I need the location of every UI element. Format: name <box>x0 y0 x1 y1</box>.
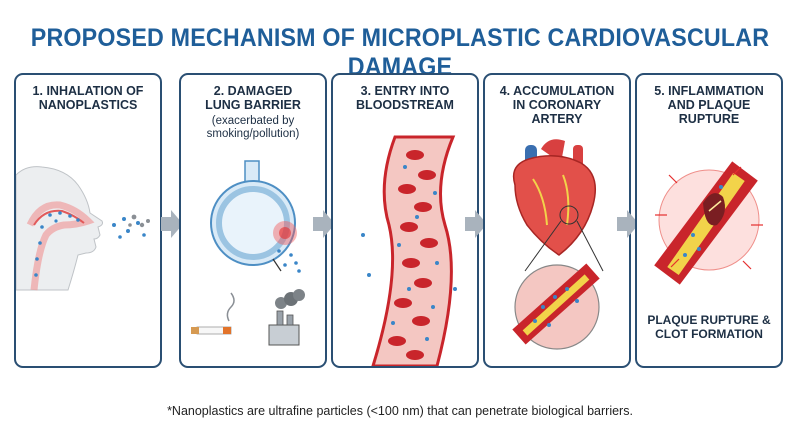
step-panel-plaque-rupture: 5. INFLAMMATION AND PLAQUE RUPTURE PLAQU… <box>635 73 783 368</box>
step-title: 3. ENTRY INTO BLOODSTREAM <box>356 84 454 112</box>
flow-arrow-icon <box>617 210 639 238</box>
step-panel-bloodstream: 3. ENTRY INTO BLOODSTREAM <box>331 73 479 368</box>
flow-arrow-icon <box>465 210 487 238</box>
flow-arrow-icon <box>313 210 335 238</box>
footnote: *Nanoplastics are ultrafine particles (<… <box>167 404 633 418</box>
step-panel-lung-barrier: 2. DAMAGED LUNG BARRIER (exacerbated by … <box>179 73 327 368</box>
step-caption: PLAQUE RUPTURE & CLOT FORMATION <box>647 313 771 341</box>
step-panel-coronary-artery: 4. ACCUMULATION IN CORONARY ARTERY <box>483 73 631 368</box>
step-subtitle: (exacerbated by smoking/pollution) <box>206 115 300 140</box>
page-title: PROPOSED MECHANISM OF MICROPLASTIC CARDI… <box>30 24 770 81</box>
plaque-rupture-illustration <box>654 161 763 285</box>
step-panel-inhalation: 1. INHALATION OF NANOPLASTICS <box>14 73 162 368</box>
step-title: 5. INFLAMMATION AND PLAQUE RUPTURE <box>654 84 764 126</box>
flow-arrow-icon <box>161 210 183 238</box>
head-inhalation-illustration <box>16 166 150 291</box>
heart-artery-illustration <box>512 139 604 350</box>
alveolus-illustration <box>191 160 305 346</box>
step-title: 2. DAMAGED LUNG BARRIER <box>205 84 301 112</box>
step-title: 1. INHALATION OF NANOPLASTICS <box>32 84 144 112</box>
blood-vessel-illustration <box>361 135 457 366</box>
step-title: 4. ACCUMULATION IN CORONARY ARTERY <box>499 84 615 126</box>
